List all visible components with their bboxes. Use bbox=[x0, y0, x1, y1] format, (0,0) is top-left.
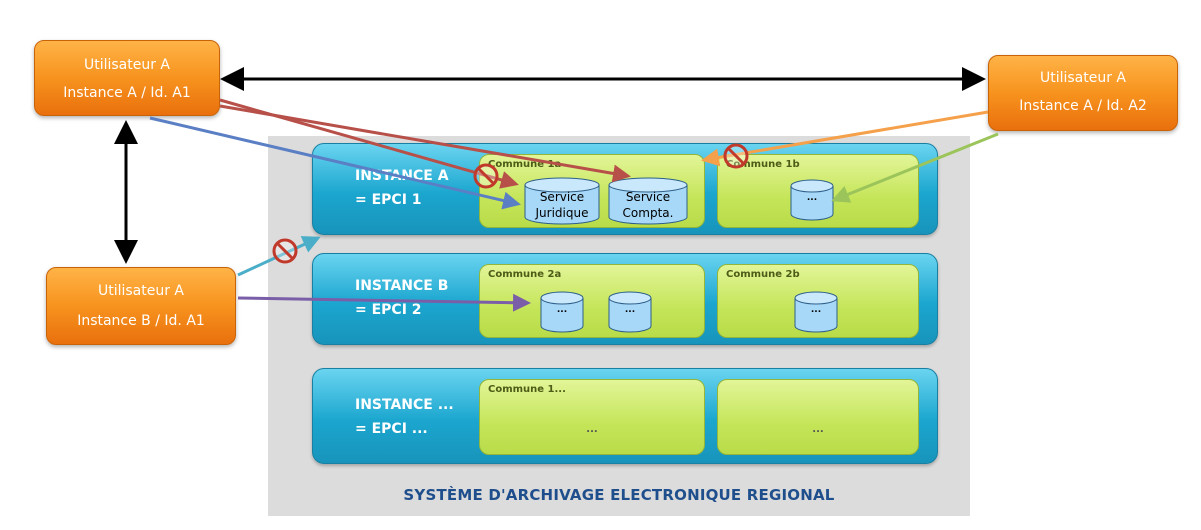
commune-1b: Commune 1b ... bbox=[717, 154, 919, 228]
commune-placeholder-text: ... bbox=[812, 424, 824, 435]
instance-b-epci: = EPCI 2 bbox=[355, 302, 422, 318]
arrow-access-denied-commune-1a bbox=[701, 110, 989, 167]
user-instance-a-id-a2: Utilisateur A Instance A / Id. A2 bbox=[988, 55, 1178, 131]
commune-1a: Commune 1a Service Juridique Service Com… bbox=[479, 154, 705, 228]
database: ... bbox=[790, 179, 834, 221]
instance-other-label: INSTANCE ... = EPCI ... bbox=[355, 393, 454, 441]
user-name: Utilisateur A bbox=[1039, 70, 1127, 86]
database: ... bbox=[540, 291, 584, 333]
commune-2a-label: Commune 2a bbox=[488, 269, 562, 280]
commune-other-1: Commune 1... ... bbox=[479, 379, 705, 455]
commune-1a-label: Commune 1a bbox=[488, 159, 562, 170]
user-instance-id: Instance A / Id. A2 bbox=[1019, 98, 1147, 114]
no-entry-icon bbox=[473, 163, 499, 189]
database-service-juridique: Service Juridique bbox=[524, 177, 600, 225]
database-label: Service Juridique bbox=[535, 190, 589, 220]
instance-b: INSTANCE B = EPCI 2 Commune 2a ... ... C… bbox=[312, 253, 938, 345]
commune-1b-label: Commune 1b bbox=[726, 159, 800, 170]
instance-b-label: INSTANCE B = EPCI 2 bbox=[355, 274, 448, 322]
commune-placeholder-text: ... bbox=[586, 424, 598, 435]
arrow-access-commune-1b bbox=[831, 132, 999, 203]
arrow-access-commune-2a bbox=[237, 293, 531, 312]
instance-other-name: INSTANCE ... bbox=[355, 397, 454, 413]
database-label: ... bbox=[556, 305, 568, 315]
system-title: SYSTÈME D'ARCHIVAGE ELECTRONIQUE REGIONA… bbox=[403, 486, 835, 504]
database: ... bbox=[608, 291, 652, 333]
instance-a-epci: = EPCI 1 bbox=[355, 192, 422, 208]
arrow-access-service-compta bbox=[219, 104, 631, 183]
database-label: Service Compta. bbox=[622, 190, 674, 220]
commune-2b-label: Commune 2b bbox=[726, 269, 800, 280]
database-label: ... bbox=[806, 193, 818, 203]
user-instance-b-id-a1: Utilisateur A Instance B / Id. A1 bbox=[46, 267, 236, 345]
user-instance-id: Instance A / Id. A1 bbox=[63, 85, 191, 101]
database-label: ... bbox=[810, 305, 822, 315]
user-instance-a-id-a1: Utilisateur A Instance A / Id. A1 bbox=[34, 40, 220, 116]
commune-other-1-label: Commune 1... bbox=[488, 384, 566, 395]
commune-2b: Commune 2b ... bbox=[717, 264, 919, 338]
instance-b-name: INSTANCE B bbox=[355, 278, 449, 294]
instance-a: INSTANCE A = EPCI 1 Commune 1a Service J… bbox=[312, 143, 938, 235]
arrow-access-service-juridique bbox=[149, 116, 521, 210]
commune-other-2: ... bbox=[717, 379, 919, 455]
no-entry-icon bbox=[723, 143, 749, 169]
user-name: Utilisateur A bbox=[97, 283, 185, 299]
arrow-access-denied-instance-a bbox=[237, 236, 321, 277]
database: ... bbox=[794, 291, 838, 333]
no-entry-icon bbox=[272, 238, 298, 264]
instance-other-epci: = EPCI ... bbox=[355, 421, 428, 437]
user-name: Utilisateur A bbox=[83, 57, 171, 73]
user-instance-id: Instance B / Id. A1 bbox=[77, 313, 205, 329]
database-label: ... bbox=[624, 305, 636, 315]
database-service-compta: Service Compta. bbox=[608, 177, 688, 225]
instance-other: INSTANCE ... = EPCI ... Commune 1... ...… bbox=[312, 368, 938, 464]
